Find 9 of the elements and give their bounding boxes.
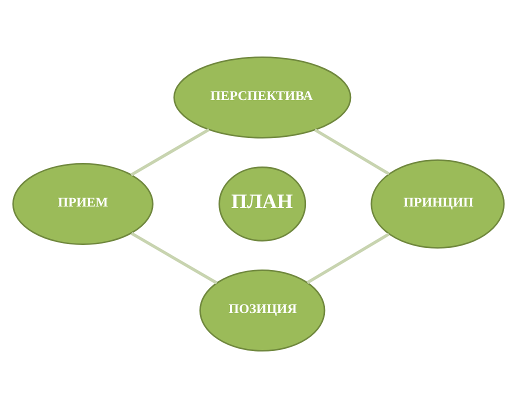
node-ellipse: ПЛАН <box>218 166 306 241</box>
node-ellipse: ПРИНЦИП <box>370 158 504 248</box>
connector <box>130 128 210 176</box>
connector <box>306 232 390 284</box>
connector <box>130 231 218 284</box>
connector <box>314 128 390 175</box>
node-ellipse: ПЕРСПЕКТИВА <box>172 56 351 138</box>
node-ellipse: ПРИЕМ <box>12 162 153 245</box>
node-ellipse: ПОЗИЦИЯ <box>198 269 325 352</box>
